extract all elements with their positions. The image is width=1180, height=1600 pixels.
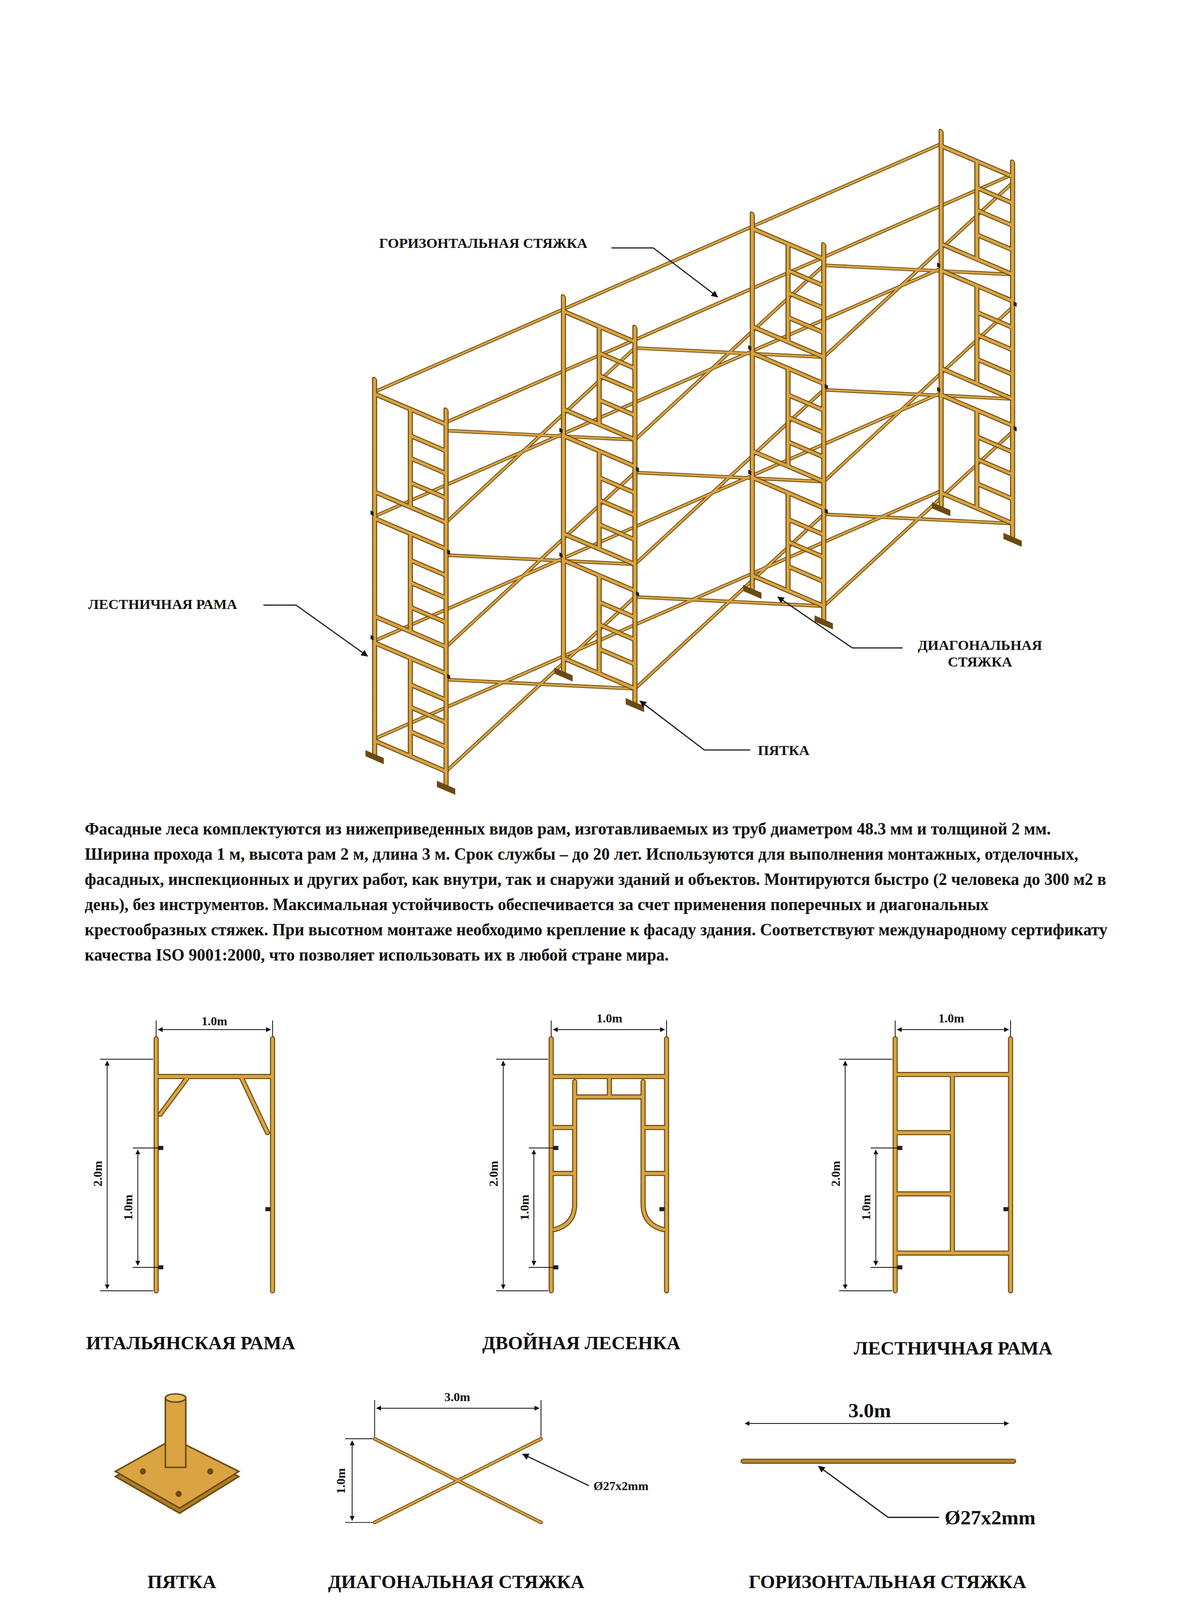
dimension-lines	[99, 1020, 1011, 1291]
callout-leaders	[263, 247, 904, 750]
part-caption: ДВОЙНАЯ ЛЕСЕНКА	[480, 1332, 682, 1355]
dimension-label: Ø27x2mm	[943, 1505, 1037, 1530]
dimension-label: 1.0m	[859, 1193, 874, 1222]
callout-label: ЛЕСТНИЧНАЯ РАМА	[86, 596, 239, 613]
callout-label: ДИАГОНАЛЬНАЯ СТЯЖКА	[902, 637, 1058, 670]
part-caption: ПЯТКА	[146, 1571, 218, 1593]
dimension-label: 1.0m	[936, 1011, 966, 1026]
dimension-label: 1.0m	[595, 1011, 624, 1026]
callout-label: ПЯТКА	[756, 742, 811, 759]
stay-drawings	[344, 1400, 1014, 1523]
scaffold-assembly	[365, 131, 1022, 796]
dimension-label: Ø27x2mm	[591, 1479, 650, 1494]
dimension-label: 3.0m	[846, 1398, 893, 1423]
dimension-label: 2.0m	[828, 1159, 844, 1189]
dimension-label: 1.0m	[517, 1193, 532, 1222]
dimension-label: 1.0m	[199, 1014, 229, 1030]
base-plate	[115, 1394, 239, 1514]
dimension-label: 1.0m	[334, 1466, 349, 1496]
part-caption: ДИАГОНАЛЬНАЯ СТЯЖКА	[326, 1571, 587, 1593]
dimension-label: 2.0m	[90, 1159, 106, 1189]
part-caption: ИТАЛЬЯНСКАЯ РАМА	[84, 1332, 297, 1355]
callout-label: ГОРИЗОНТАЛЬНАЯ СТЯЖКА	[377, 234, 590, 252]
dimension-label: 3.0m	[442, 1390, 472, 1405]
part-caption: ЛЕСТНИЧНАЯ РАМА	[852, 1337, 1054, 1360]
dimension-label: 1.0m	[121, 1193, 136, 1222]
frame-drawings	[156, 1038, 1011, 1291]
part-caption: ГОРИЗОНТАЛЬНАЯ СТЯЖКА	[747, 1571, 1028, 1593]
dimension-label: 2.0m	[486, 1159, 502, 1189]
description-text: Фасадные леса комплектуются из нижеприве…	[84, 816, 1108, 968]
